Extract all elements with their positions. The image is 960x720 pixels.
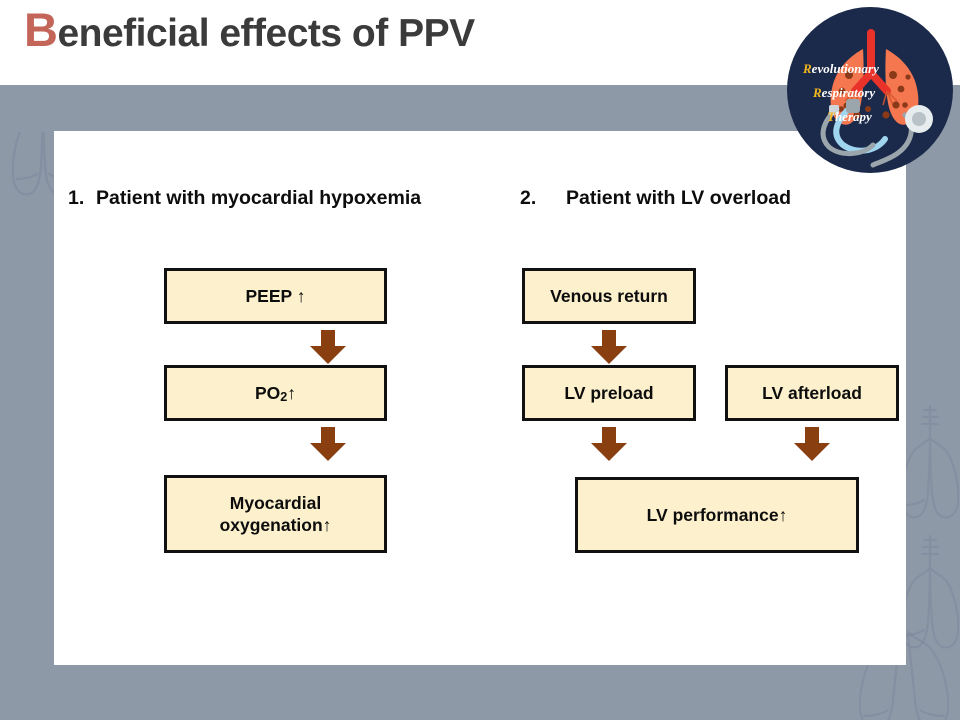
logo-graphic: Revolutionary Respiratory Therapy xyxy=(787,7,953,173)
flow-box-venous-return: Venous return xyxy=(522,268,696,324)
flow-box-lv-performance: LV performance↑ xyxy=(575,477,859,553)
content-card: 1. Patient with myocardial hypoxemia 2. Pa… xyxy=(54,131,906,665)
title-drop-cap: B xyxy=(24,3,58,56)
flow-box-lv-afterload: LV afterload xyxy=(725,365,899,421)
arrow-preload-to-performance xyxy=(591,427,627,461)
arrow-peep-to-po2 xyxy=(310,330,346,364)
logo-badge: Revolutionary Respiratory Therapy xyxy=(785,5,955,175)
column-1-heading: 1. Patient with myocardial hypoxemia xyxy=(68,187,421,210)
arrow-afterload-to-performance xyxy=(794,427,830,461)
column-2-heading: 2. Patient with LV overload xyxy=(520,187,791,210)
flow-box-peep: PEEP ↑ xyxy=(164,268,387,324)
flow-box-lv-preload: LV preload xyxy=(522,365,696,421)
column-2-number: 2. xyxy=(520,187,537,209)
svg-text:Respiratory: Respiratory xyxy=(812,85,875,100)
svg-text:Therapy: Therapy xyxy=(827,109,872,124)
arrow-venous-to-preload xyxy=(591,330,627,364)
page-title: Beneficial effects of PPV xyxy=(24,6,475,56)
column-1-number: 1. xyxy=(68,187,85,209)
column-2-heading-text: Patient with LV overload xyxy=(566,187,792,209)
svg-text:Revolutionary: Revolutionary xyxy=(802,61,879,76)
title-rest: eneficial effects of PPV xyxy=(57,12,475,55)
column-1-heading-text: Patient with myocardial hypoxemia xyxy=(96,187,422,209)
arrow-po2-to-myocardial xyxy=(310,427,346,461)
